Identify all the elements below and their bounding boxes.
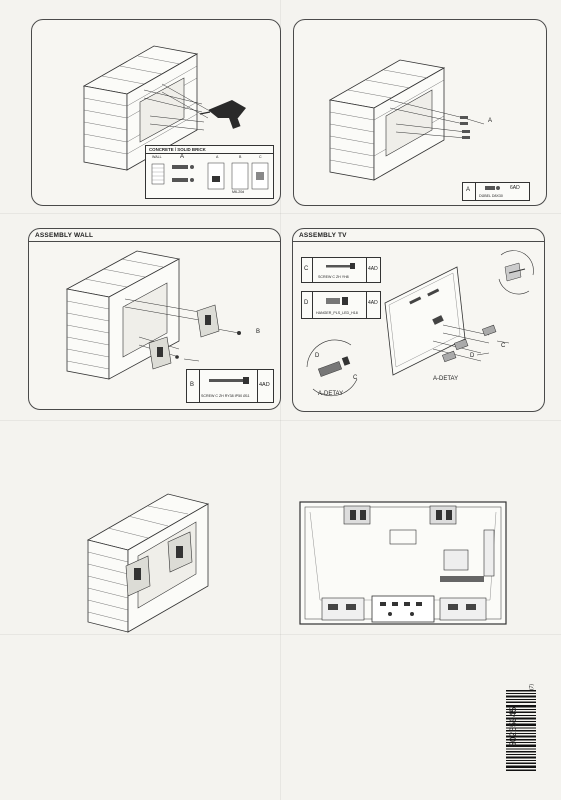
wall-bracket-lower (148, 336, 172, 370)
barcode-bars (506, 690, 536, 771)
callout-b: B (256, 329, 261, 335)
wall-opening (139, 77, 185, 143)
tv-speaker-slot (440, 576, 484, 582)
part-d-name: HANGER_PLS_LED_H18 (316, 311, 358, 315)
barcode-number: 50265945 (508, 706, 519, 748)
mounted-bracket-right (167, 531, 193, 573)
drilling-illustration (82, 45, 246, 171)
legend-icon-label: M6-20d (232, 190, 245, 194)
part-a-qty: 6AD (510, 185, 520, 191)
dowel-illustration (328, 59, 485, 181)
panel-assembly-wall: ASSEMBLY WALL (28, 228, 281, 410)
tv-hanger-right (429, 505, 457, 525)
tv-hangers (442, 324, 497, 363)
detail-letter-c: C (353, 375, 358, 381)
tv-connector-panel (371, 595, 435, 623)
detail-circle-left (306, 339, 352, 368)
legend-icons (151, 162, 269, 190)
detail-label-2: A-DETAY (318, 391, 344, 397)
part-d-box: D 4AD HANGER_PLS_LED_H18 (301, 291, 381, 319)
callout-d: D (470, 353, 475, 359)
legend-box: CONCRETE / SOLID BRICK WALL A A B C M6-2… (145, 145, 274, 199)
detail-bracket-right (504, 262, 526, 282)
tv-back-panel (384, 266, 466, 376)
detail-label-1: A-DETAY (433, 376, 459, 382)
callout-a: A (488, 118, 493, 124)
part-c-box: C 4AD SCREW C ZH YH8 (301, 257, 381, 283)
tv-vent-slots (409, 288, 444, 325)
barcode-revision: (7) (529, 683, 536, 691)
part-a-letter: A (466, 187, 471, 193)
part-a-name: DÜBEL D8X30 (479, 194, 503, 198)
part-d-qty: 4AD (368, 300, 378, 306)
panel-title-assembly-wall: ASSEMBLY WALL (35, 232, 94, 239)
mounted-bracket-left (125, 555, 151, 597)
legend-col-b: B (239, 155, 242, 159)
legend-letter: A (180, 154, 185, 160)
part-b-name: SCREW C ZH RY38 IP50 Ø11 (201, 394, 250, 398)
legend-col-a: A (216, 155, 219, 159)
legend-col-c: C (259, 155, 262, 159)
part-c-name: SCREW C ZH YH8 (318, 275, 349, 279)
part-c-letter: C (304, 266, 309, 272)
panel-assembly-tv: ASSEMBLY TV C 4AD SCREW C ZH YH8 D 4AD H… (292, 228, 545, 412)
assembly-tv-illustration (306, 250, 534, 397)
panel-title-assembly-tv: ASSEMBLY TV (299, 232, 347, 239)
drill-icon (199, 100, 246, 129)
detail-letter-d: D (315, 353, 320, 359)
barcode (506, 690, 536, 772)
callout-c: C (501, 343, 506, 349)
detail-hanger-left (317, 356, 351, 377)
detail-circle-right (500, 250, 534, 276)
panel-drilling: CONCRETE / SOLID BRICK WALL A A B C M6-2… (31, 19, 281, 206)
part-b-letter: B (190, 382, 195, 388)
wall-bracket-upper (196, 304, 220, 338)
part-a-box: A 6AD DÜBEL D8X30 (462, 182, 530, 201)
part-b-box: B 4AD SCREW C ZH RY38 IP50 Ø11 (186, 369, 274, 403)
part-c-qty: 4AD (368, 266, 378, 272)
legend-wall-label: WALL (152, 155, 162, 159)
tv-side-port (443, 549, 469, 571)
assembly-wall-illustration (65, 250, 241, 380)
panel-dowels: A A 6AD DÜBEL D8X30 (293, 19, 547, 206)
dowel-icons (460, 116, 470, 139)
fold-crease-bottom (0, 634, 561, 635)
fold-crease-middle (0, 420, 561, 421)
tv-hanger-left (343, 505, 371, 525)
legend-heading: CONCRETE / SOLID BRICK (149, 147, 206, 152)
part-b-qty: 4AD (259, 382, 270, 388)
fold-crease-top (0, 213, 561, 214)
part-d-letter: D (304, 300, 309, 306)
tv-label-area (389, 529, 417, 545)
